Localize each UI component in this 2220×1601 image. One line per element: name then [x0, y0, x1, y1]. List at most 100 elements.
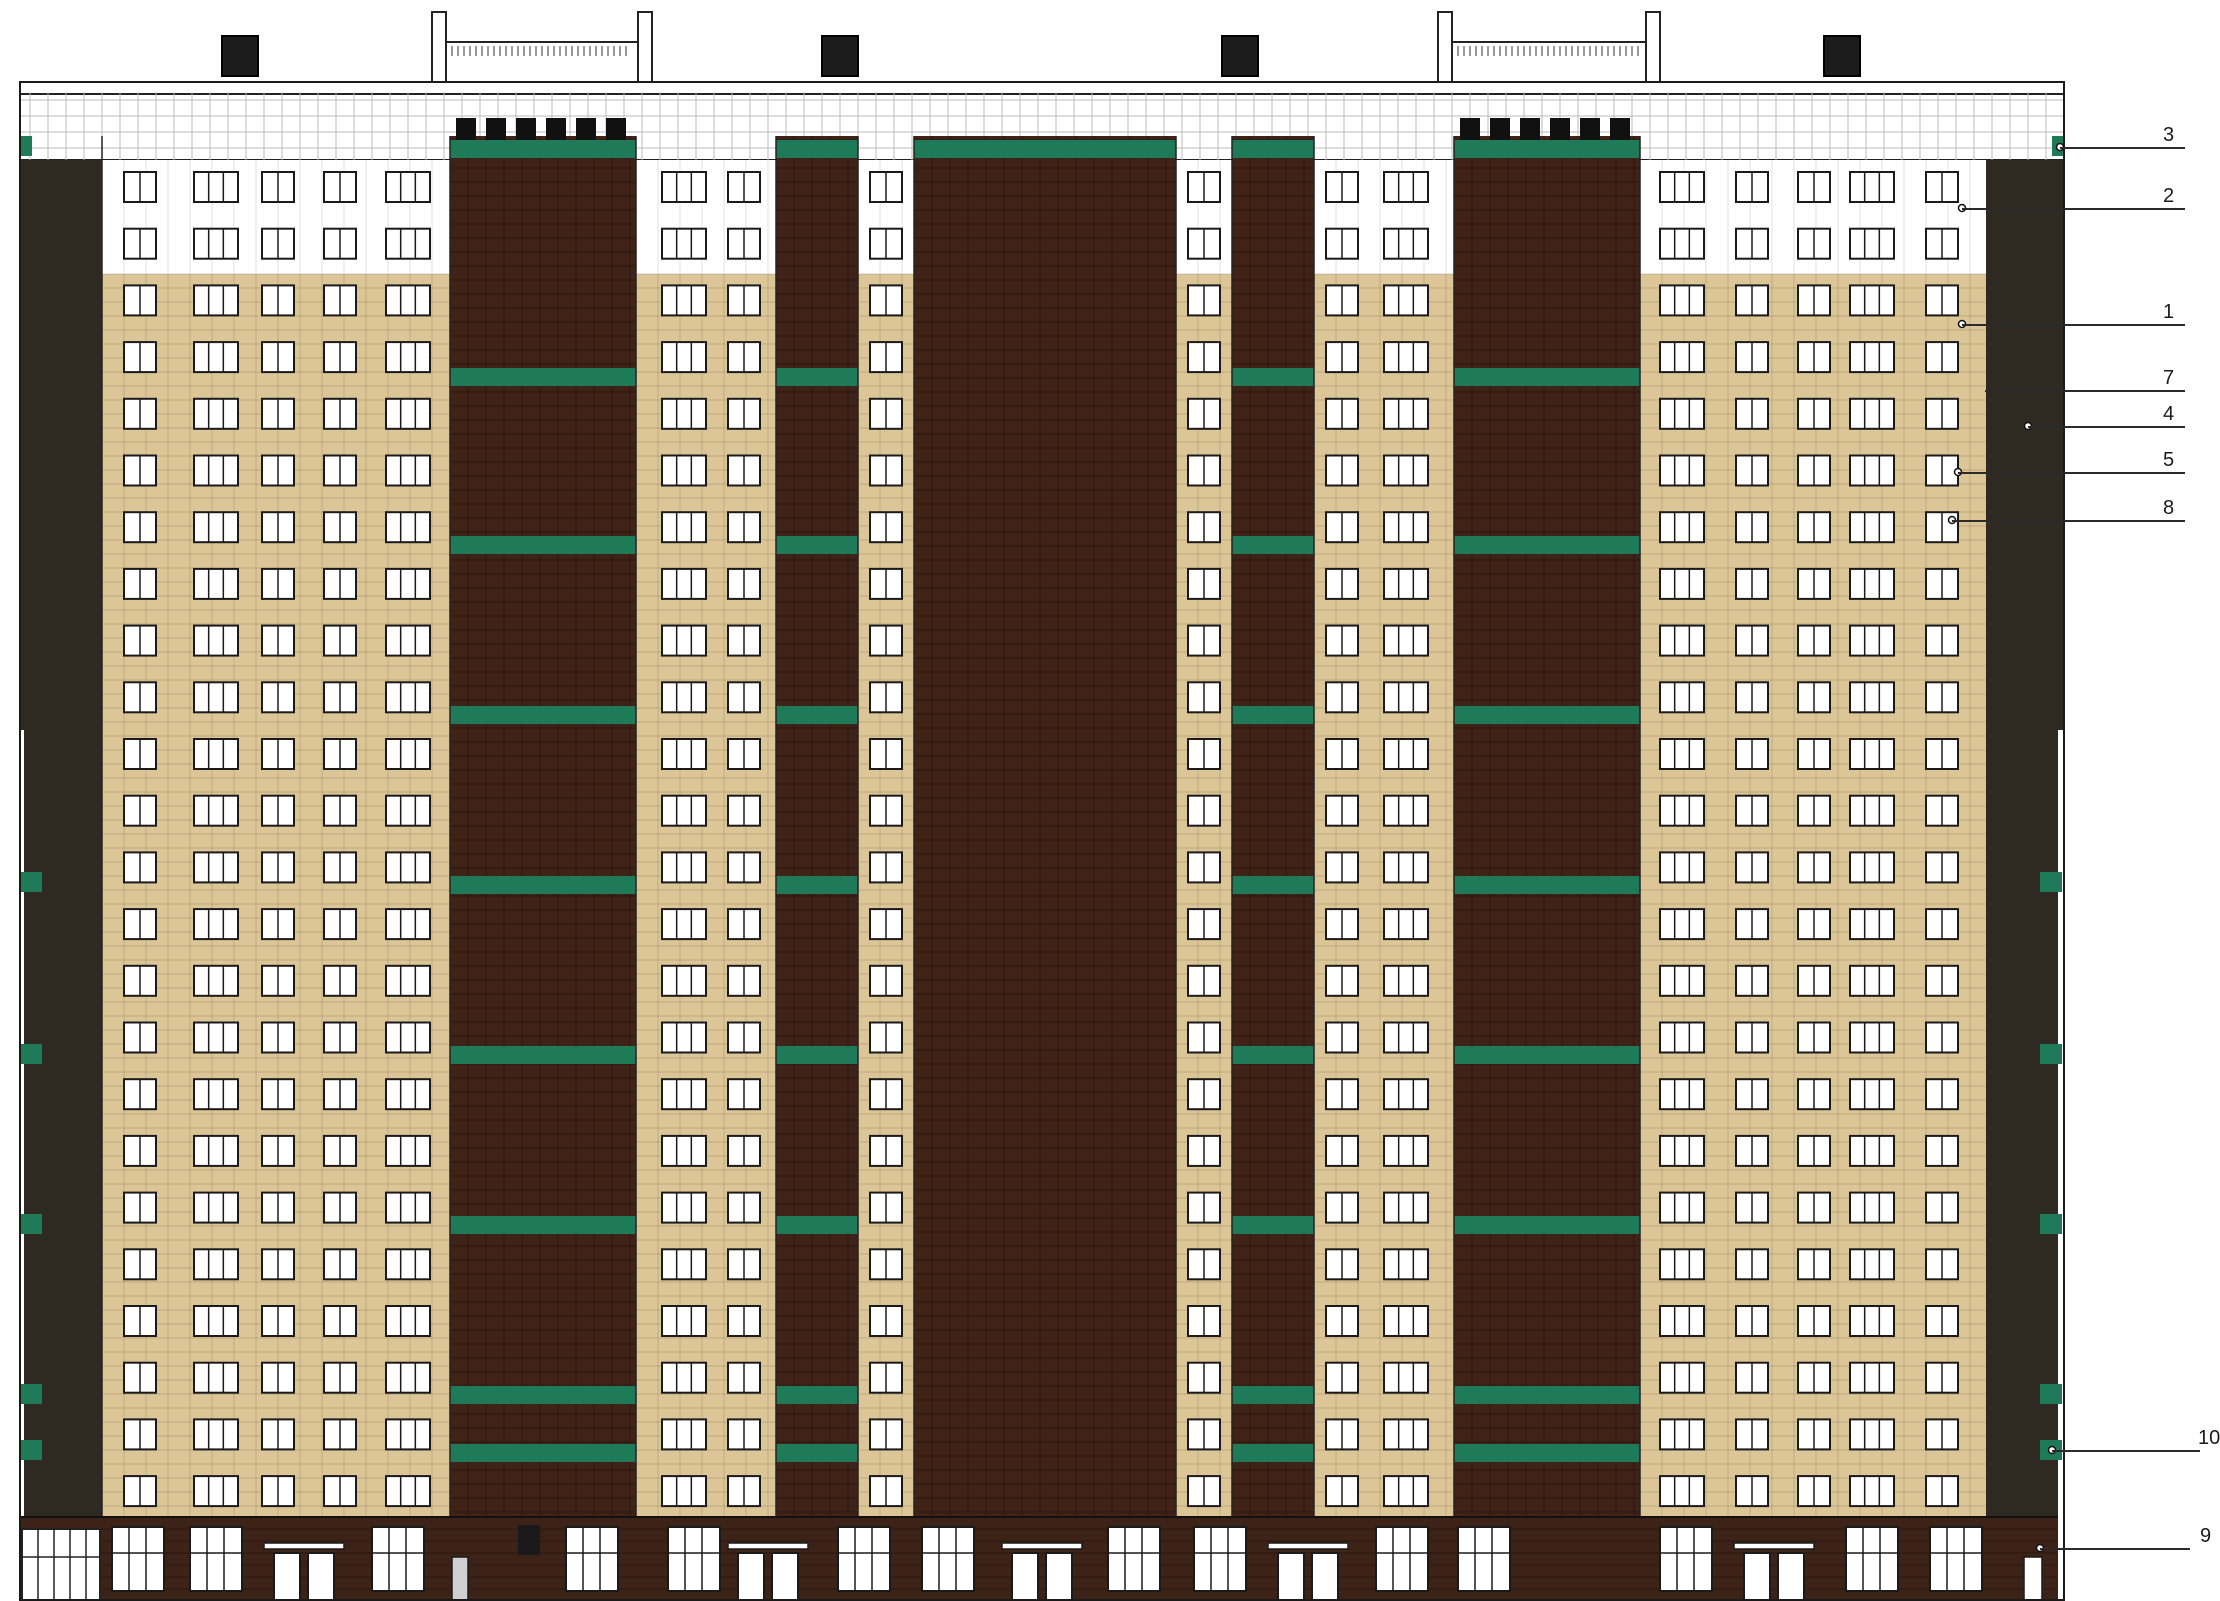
window: [193, 397, 239, 430]
roof-slot: [1580, 118, 1600, 140]
window: [661, 511, 707, 544]
green-band-top: [450, 140, 636, 158]
window: [1849, 1134, 1895, 1167]
vent-grille: [518, 1525, 540, 1555]
brown-cladding: [450, 136, 636, 1517]
window: [193, 1021, 239, 1054]
facade-columns: [101, 136, 1986, 1517]
window: [1383, 1021, 1429, 1054]
column-brown: [775, 136, 858, 1517]
tower-green-accent: [2040, 872, 2062, 892]
callout-anchor: [1957, 319, 1967, 329]
window: [1849, 1248, 1895, 1281]
entrance-canopy: [1267, 1542, 1349, 1550]
entrance-door: [1045, 1552, 1073, 1601]
tower-green-accent: [2040, 1214, 2062, 1234]
green-balcony-band: [1454, 536, 1640, 554]
window: [661, 681, 707, 714]
entrance-door: [273, 1552, 301, 1601]
entrance-canopy: [727, 1542, 809, 1550]
window: [385, 1475, 431, 1508]
green-balcony-band: [450, 1046, 636, 1064]
shop-window: [1929, 1526, 1983, 1592]
window: [1659, 681, 1705, 714]
shop-window: [1845, 1526, 1899, 1592]
window: [1659, 1248, 1705, 1281]
window: [661, 624, 707, 657]
window: [385, 851, 431, 884]
green-band-top: [776, 140, 858, 158]
window: [1659, 908, 1705, 941]
brown-cladding: [776, 136, 858, 1517]
shop-window: [1375, 1526, 1429, 1592]
window: [1659, 227, 1705, 260]
vent-box: [1221, 35, 1259, 77]
column-beige: [857, 136, 914, 1517]
vent-box: [1823, 35, 1861, 77]
window: [385, 1078, 431, 1111]
window: [1659, 624, 1705, 657]
window: [385, 454, 431, 487]
window: [1849, 284, 1895, 317]
window: [193, 284, 239, 317]
green-balcony-band: [776, 1046, 858, 1064]
callout-anchor: [2035, 1543, 2045, 1553]
window: [193, 511, 239, 544]
window: [385, 397, 431, 430]
shop-window: [921, 1526, 975, 1592]
window: [1383, 227, 1429, 260]
callout-anchor: [2055, 142, 2065, 152]
window: [1849, 341, 1895, 374]
shop-window: [189, 1526, 243, 1592]
window: [1383, 794, 1429, 827]
entrance-door: [737, 1552, 765, 1601]
window: [1849, 794, 1895, 827]
column-brown: [913, 136, 1176, 1517]
roof-slot: [486, 118, 506, 140]
column-beige: [1175, 136, 1232, 1517]
brown-cladding: [1232, 136, 1314, 1517]
window: [661, 1418, 707, 1451]
green-balcony-band: [1232, 536, 1314, 554]
roof-slot: [1520, 118, 1540, 140]
window: [1383, 1134, 1429, 1167]
window: [1849, 624, 1895, 657]
window: [385, 511, 431, 544]
tower-green-accent: [20, 1214, 42, 1234]
window: [1659, 1078, 1705, 1111]
window: [1383, 1475, 1429, 1508]
window: [1849, 908, 1895, 941]
window: [661, 908, 707, 941]
column-brown: [1453, 136, 1640, 1517]
window: [193, 341, 239, 374]
roof-slot: [1610, 118, 1630, 140]
vent-box: [821, 35, 859, 77]
column-beige: [1639, 136, 1986, 1517]
window: [661, 171, 707, 203]
entrance-door: [771, 1552, 799, 1601]
green-band-top: [914, 140, 1176, 158]
window: [1383, 964, 1429, 997]
green-balcony-band: [776, 536, 858, 554]
green-balcony-band: [776, 706, 858, 724]
window: [661, 397, 707, 430]
green-balcony-band: [1232, 1444, 1314, 1462]
entrance-canopy: [1733, 1542, 1815, 1550]
service-door: [2023, 1556, 2043, 1601]
tower-green-accent: [2040, 1384, 2062, 1404]
green-balcony-band: [1454, 876, 1640, 894]
window: [1659, 511, 1705, 544]
window: [1849, 1021, 1895, 1054]
window: [385, 341, 431, 374]
window: [661, 1305, 707, 1337]
window: [1383, 738, 1429, 770]
green-balcony-band: [776, 1386, 858, 1404]
green-balcony-band: [776, 876, 858, 894]
tower-green-accent: [20, 1440, 42, 1460]
green-balcony-band: [1454, 706, 1640, 724]
roof-edge: [19, 81, 2065, 95]
entrance-door: [1011, 1552, 1039, 1601]
window: [1659, 567, 1705, 600]
window: [193, 1418, 239, 1451]
window: [661, 227, 707, 260]
